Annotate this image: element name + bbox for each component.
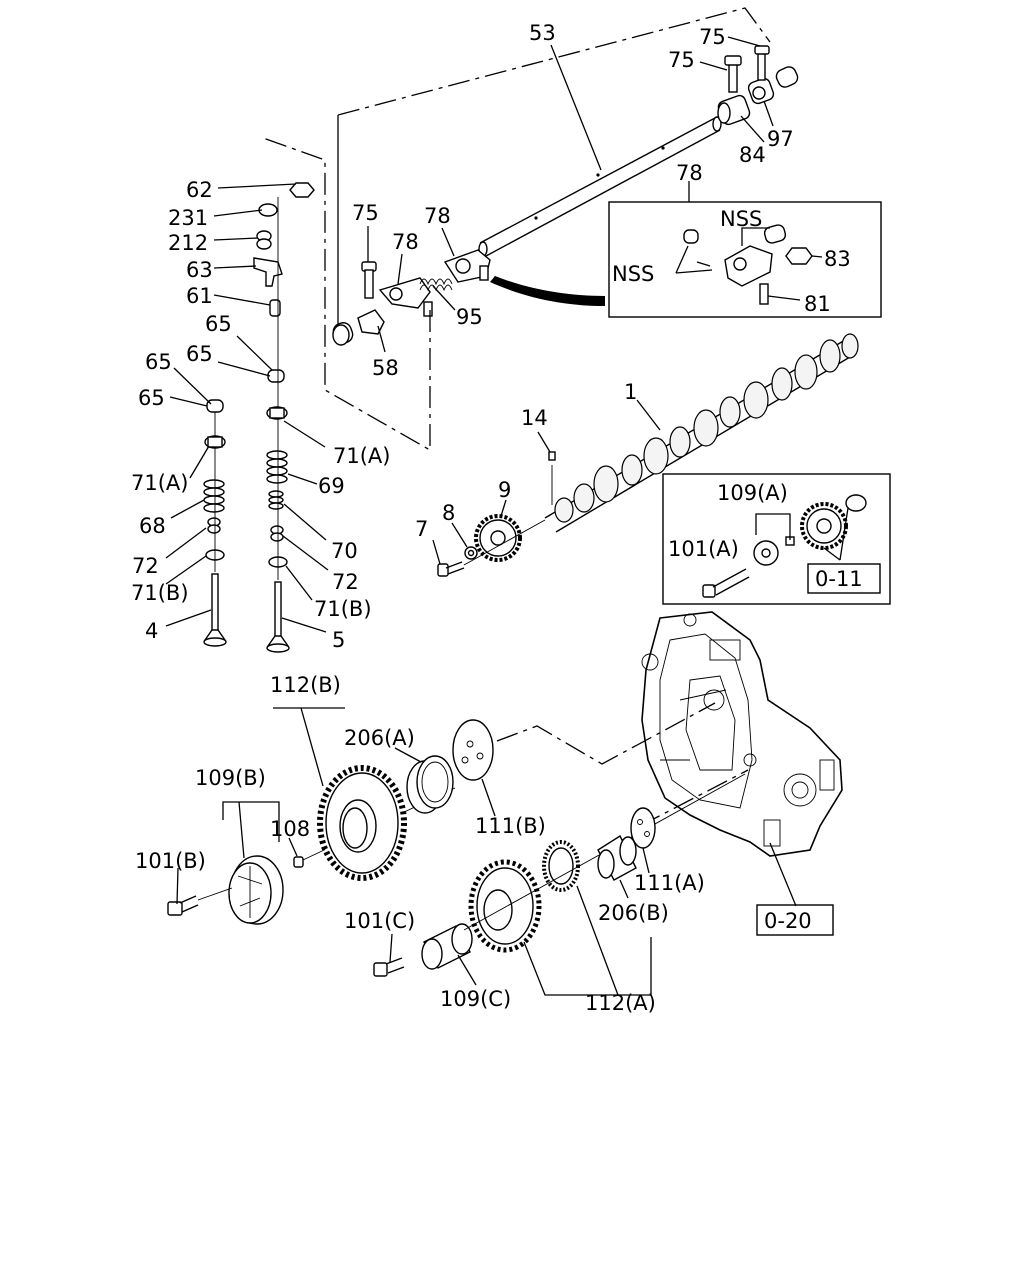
label-109c: 109(C) xyxy=(440,987,511,1011)
rocker-arm-78-right xyxy=(443,249,491,283)
valve-spring-68 xyxy=(203,479,225,513)
detail-box-78 xyxy=(608,201,882,318)
label-70: 70 xyxy=(331,539,358,563)
label-9: 9 xyxy=(498,478,511,502)
label-1: 1 xyxy=(624,380,637,404)
thrust-plate-111b xyxy=(452,719,494,781)
bolt-75-rocker xyxy=(361,261,377,299)
label-68: 68 xyxy=(139,514,166,538)
label-62: 62 xyxy=(186,178,213,202)
label-111a: 111(A) xyxy=(634,871,705,895)
label-97: 97 xyxy=(767,127,794,151)
label-101b: 101(B) xyxy=(135,849,206,873)
label-231: 231 xyxy=(168,206,208,230)
support-58 xyxy=(357,309,385,335)
label-78: 78 xyxy=(424,204,451,228)
label-206b: 206(B) xyxy=(598,901,669,925)
ref-box-0-20 xyxy=(756,904,834,936)
label-0-20: 0-20 xyxy=(764,909,812,933)
thrust-plate-111a xyxy=(630,807,656,849)
label-71a: 71(A) xyxy=(333,444,390,468)
valve-stack-left xyxy=(203,399,227,647)
label-83: 83 xyxy=(824,247,851,271)
label-111b: 111(B) xyxy=(475,814,546,838)
ref-box-0-11 xyxy=(807,563,881,594)
label-112a: 112(A) xyxy=(585,991,656,1015)
label-65: 65 xyxy=(205,312,232,336)
valve-spring-70 xyxy=(268,490,284,510)
label-65: 65 xyxy=(145,350,172,374)
label-78: 78 xyxy=(392,230,419,254)
bolt-101b xyxy=(167,887,233,916)
label-112b: 112(B) xyxy=(270,673,341,697)
valve-spring-69 xyxy=(266,450,288,484)
rocker-bracket-84 xyxy=(717,55,751,126)
camshaft-gear-9 xyxy=(474,514,522,562)
label-14: 14 xyxy=(521,406,548,430)
label-72: 72 xyxy=(132,554,159,578)
label-61: 61 xyxy=(186,284,213,308)
label-71b: 71(B) xyxy=(314,597,372,621)
label-7: 7 xyxy=(415,517,428,541)
idler-gear-112a xyxy=(463,773,746,953)
label-75: 75 xyxy=(668,48,695,72)
label-65: 65 xyxy=(138,386,165,410)
leader-lines xyxy=(165,36,797,996)
label-nss: NSS xyxy=(612,262,654,286)
label-71b: 71(B) xyxy=(131,581,189,605)
label-72: 72 xyxy=(332,570,359,594)
rocker-shaft-group xyxy=(262,7,799,452)
label-53: 53 xyxy=(529,21,556,45)
label-75: 75 xyxy=(352,201,379,225)
label-109b: 109(B) xyxy=(195,766,266,790)
detail-box-0-11 xyxy=(662,473,891,605)
rocker-bracket-97 xyxy=(747,45,799,105)
rocker-shaft-53 xyxy=(478,116,722,257)
label-78: 78 xyxy=(676,161,703,185)
bushing-206b xyxy=(597,834,637,881)
label-69: 69 xyxy=(318,474,345,498)
label-109a: 109(A) xyxy=(717,481,788,505)
label-0-11: 0-11 xyxy=(815,567,863,591)
label-212: 212 xyxy=(168,231,208,255)
label-84: 84 xyxy=(739,143,766,167)
label-95: 95 xyxy=(456,305,483,329)
label-75: 75 xyxy=(699,25,726,49)
label-5: 5 xyxy=(332,628,345,652)
label-101c: 101(C) xyxy=(344,909,415,933)
bolt-101c xyxy=(373,957,405,977)
hub-109b xyxy=(228,787,456,925)
label-206a: 206(A) xyxy=(344,726,415,750)
label-58: 58 xyxy=(372,356,399,380)
bolt-7 xyxy=(437,519,546,577)
idler-gear-112b xyxy=(317,765,407,881)
hub-109c xyxy=(421,923,473,970)
label-63: 63 xyxy=(186,258,213,282)
camshaft-1 xyxy=(544,333,859,533)
bushing-206a xyxy=(406,755,454,814)
label-nss: NSS xyxy=(720,207,762,231)
part-labels: 53 75 75 84 97 78 75 78 78 NSS NSS 83 81… xyxy=(131,21,863,1015)
label-8: 8 xyxy=(442,501,455,525)
shaft-plug-left xyxy=(332,322,354,346)
label-108: 108 xyxy=(270,817,310,841)
label-65: 65 xyxy=(186,342,213,366)
gear-case-0-20 xyxy=(641,611,843,857)
label-101a: 101(A) xyxy=(668,537,739,561)
label-71a: 71(A) xyxy=(131,471,188,495)
valve-stack-right xyxy=(253,182,315,653)
label-81: 81 xyxy=(804,292,831,316)
label-4: 4 xyxy=(145,619,158,643)
rocker-arm-78-left xyxy=(378,277,433,317)
